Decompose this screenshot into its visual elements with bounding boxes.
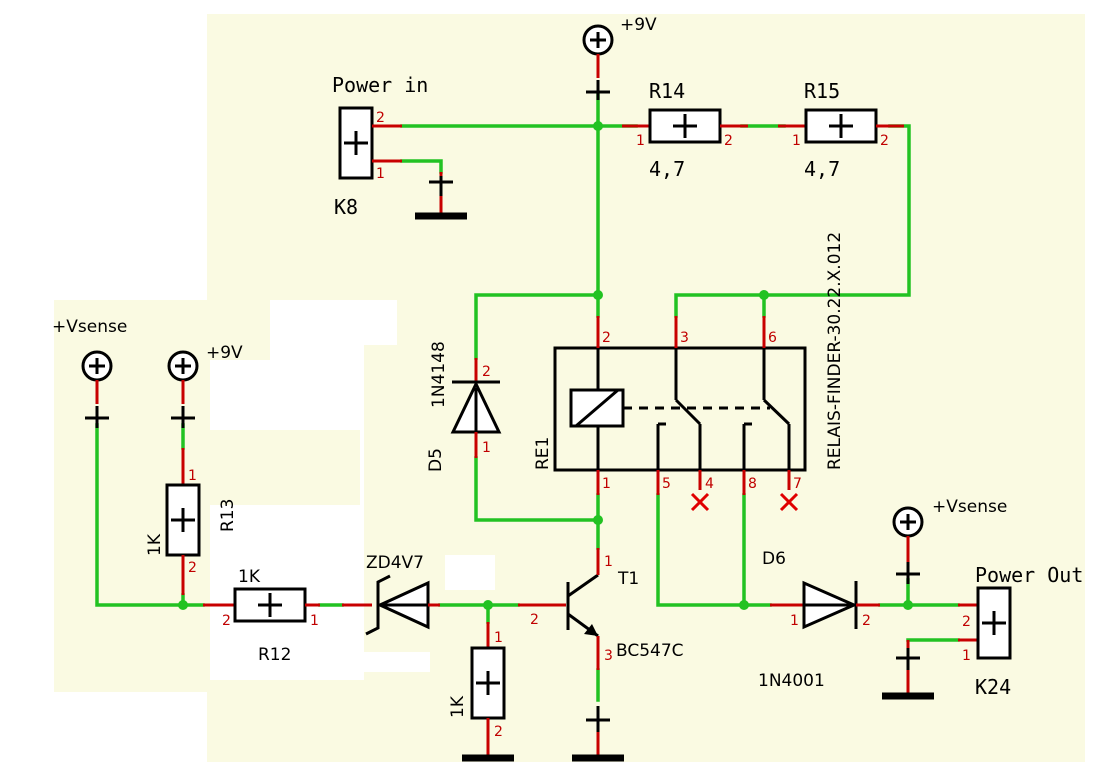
vsense-left-label: +Vsense [52, 317, 127, 337]
r13-ref: R13 [218, 499, 238, 532]
d5-pin1: 1 [482, 440, 491, 456]
t1-ref: T1 [617, 569, 639, 589]
supply-9v-r13-label: +9V [206, 343, 243, 363]
re1-pin8: 8 [748, 476, 757, 492]
r12-ref: R12 [258, 645, 291, 665]
r12-value: 1K [238, 567, 261, 587]
r14-value: 4,7 [649, 157, 685, 181]
vsense-right-label: +Vsense [932, 497, 1007, 517]
resistor-r14[interactable]: 1 2 R14 4,7 [622, 79, 748, 181]
r14-pin2: 2 [724, 133, 733, 149]
d5-pin2: 2 [482, 364, 491, 380]
rbase-pin2: 2 [494, 724, 503, 740]
supply-vsense-right: +Vsense [892, 497, 1007, 584]
diode-d6[interactable]: 1 2 D6 1N4001 [758, 549, 880, 691]
junctions [178, 121, 913, 610]
rbase-value: 1K [448, 695, 468, 718]
k8-pin1: 1 [376, 166, 385, 182]
r12-pin2: 2 [222, 613, 231, 629]
k8-pin2: 2 [376, 110, 385, 126]
wires [95, 93, 960, 702]
k24-pin1: 1 [962, 648, 971, 664]
ground-k24 [882, 640, 934, 700]
re1-pin6: 6 [768, 330, 777, 346]
connector-k24[interactable]: 2 1 Power Out K24 [958, 563, 1083, 699]
t1-pin3: 3 [604, 648, 613, 664]
k8-ref: K8 [334, 195, 358, 219]
supply-9v-label: +9V [620, 15, 657, 35]
resistor-r15[interactable]: 1 2 R15 4,7 [778, 79, 904, 181]
resistor-r12[interactable]: 2 1 1K R12 [203, 567, 320, 665]
ground-k8 [415, 172, 467, 220]
supply-vsense-left: +Vsense [52, 317, 127, 428]
power-out-label: Power Out [975, 563, 1083, 587]
d6-part: 1N4001 [758, 671, 825, 691]
re1-part: RELAIS-FINDER-30.22.X.012 [825, 232, 845, 470]
re1-pin5: 5 [662, 476, 671, 492]
k24-ref: K24 [975, 675, 1011, 699]
transistor-t1[interactable]: 1 2 3 T1 BC547C [518, 548, 684, 670]
t1-part: BC547C [616, 641, 684, 661]
resistor-r13[interactable]: 1 2 R13 1K [145, 448, 238, 595]
r13-value: 1K [145, 533, 165, 556]
r15-value: 4,7 [804, 157, 840, 181]
r12-pin1: 1 [310, 613, 319, 629]
re1-pin3: 3 [680, 330, 689, 346]
resistor-base-pulldown[interactable]: 1 2 1K [448, 622, 506, 740]
sheet-background [54, 14, 1085, 762]
diode-d5[interactable]: 2 1 1N4148 D5 [426, 341, 502, 472]
supply-9v-r13: +9V [167, 343, 243, 428]
ground-rbase [462, 722, 514, 762]
zener-part: ZD4V7 [366, 553, 424, 573]
r15-pin2: 2 [880, 133, 889, 149]
t1-pin2: 2 [530, 612, 539, 628]
d6-pin2: 2 [862, 613, 871, 629]
re1-pin1: 1 [602, 476, 611, 492]
power-in-label: Power in [332, 73, 428, 97]
rbase-pin1: 1 [494, 630, 503, 646]
d5-part: 1N4148 [429, 341, 449, 408]
re1-ref: RE1 [533, 437, 553, 470]
d6-ref: D6 [762, 549, 786, 569]
re1-pin2: 2 [602, 330, 611, 346]
supply-9v-top: +9V [582, 15, 657, 100]
k24-pin2: 2 [962, 614, 971, 630]
r13-pin2: 2 [188, 560, 197, 576]
d6-pin1: 1 [790, 613, 799, 629]
connector-k8[interactable]: 2 1 Power in K8 [332, 73, 428, 219]
r15-pin1: 1 [792, 133, 801, 149]
zener-zd4v7[interactable]: ZD4V7 [342, 553, 440, 636]
r14-ref: R14 [649, 79, 685, 103]
t1-pin1: 1 [604, 554, 613, 570]
ground-t1 [572, 706, 624, 762]
r13-pin1: 1 [188, 468, 197, 484]
r15-ref: R15 [804, 79, 840, 103]
d5-ref: D5 [426, 448, 446, 472]
relay-re1[interactable]: 2 3 6 1 5 4 8 7 RE1 RELAIS-FINDER-30.22.… [533, 232, 845, 512]
re1-pin4: 4 [705, 476, 714, 492]
r14-pin1: 1 [636, 133, 645, 149]
re1-pin7: 7 [793, 476, 802, 492]
